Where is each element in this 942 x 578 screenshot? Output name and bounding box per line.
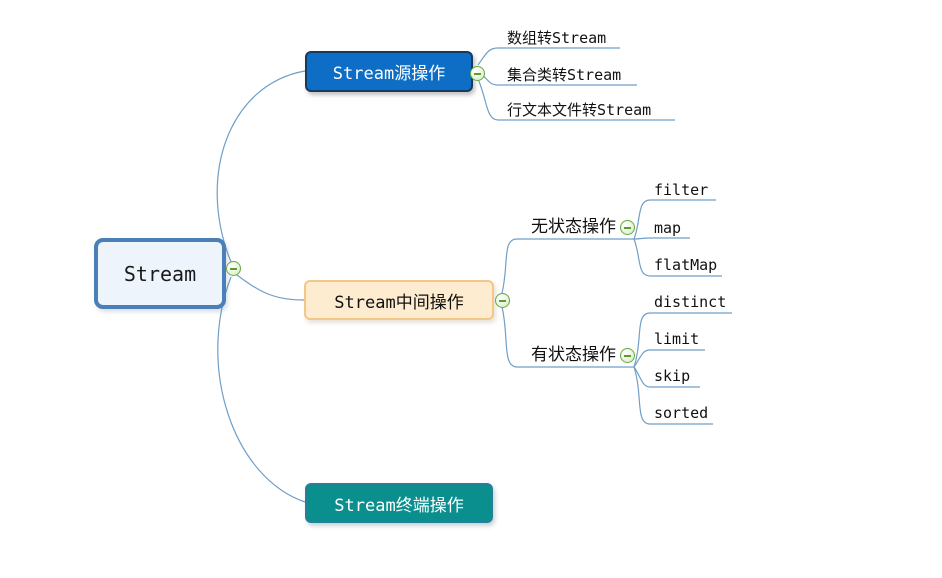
leaf-topic-collection-to-stream[interactable]: 集合类转Stream xyxy=(507,66,622,84)
connector-root-to-middle xyxy=(232,271,305,301)
leaf-topic-filter[interactable]: filter xyxy=(654,181,709,199)
branch-topic-stream-terminal[interactable]: Stream终端操作 xyxy=(305,483,493,523)
leaf-topic-limit[interactable]: limit xyxy=(654,330,700,348)
root-topic-stream[interactable]: Stream xyxy=(94,238,226,309)
leaf-topic-skip[interactable]: skip xyxy=(654,367,691,385)
connector-root-to-terminal xyxy=(217,276,306,503)
connector-stateful-to-limit xyxy=(633,349,705,368)
collapse-minus-icon[interactable] xyxy=(470,66,485,81)
collapse-minus-icon[interactable] xyxy=(620,348,635,363)
leaf-topic-sorted[interactable]: sorted xyxy=(654,404,709,422)
connector-stateless-to-map xyxy=(633,237,690,240)
leaf-topic-flatmap[interactable]: flatMap xyxy=(654,256,718,274)
collapse-minus-icon[interactable] xyxy=(226,261,241,276)
leaf-topic-map[interactable]: map xyxy=(654,219,682,237)
leaf-topic-textfile-to-stream[interactable]: 行文本文件转Stream xyxy=(507,101,652,119)
connector-middle-to-stateless xyxy=(501,238,634,294)
collapse-minus-icon[interactable] xyxy=(495,293,510,308)
branch-topic-stream-source[interactable]: Stream源操作 xyxy=(305,51,473,92)
connector-source-to-array xyxy=(477,47,620,66)
branch-topic-stream-intermediate[interactable]: Stream中间操作 xyxy=(304,280,494,320)
connector-root-to-source xyxy=(216,70,306,263)
subtopic-stateful-ops[interactable]: 有状态操作 xyxy=(531,345,616,365)
subtopic-stateless-ops[interactable]: 无状态操作 xyxy=(531,217,616,237)
collapse-minus-icon[interactable] xyxy=(620,220,635,235)
leaf-topic-distinct[interactable]: distinct xyxy=(654,293,727,311)
leaf-topic-array-to-stream[interactable]: 数组转Stream xyxy=(507,29,607,47)
